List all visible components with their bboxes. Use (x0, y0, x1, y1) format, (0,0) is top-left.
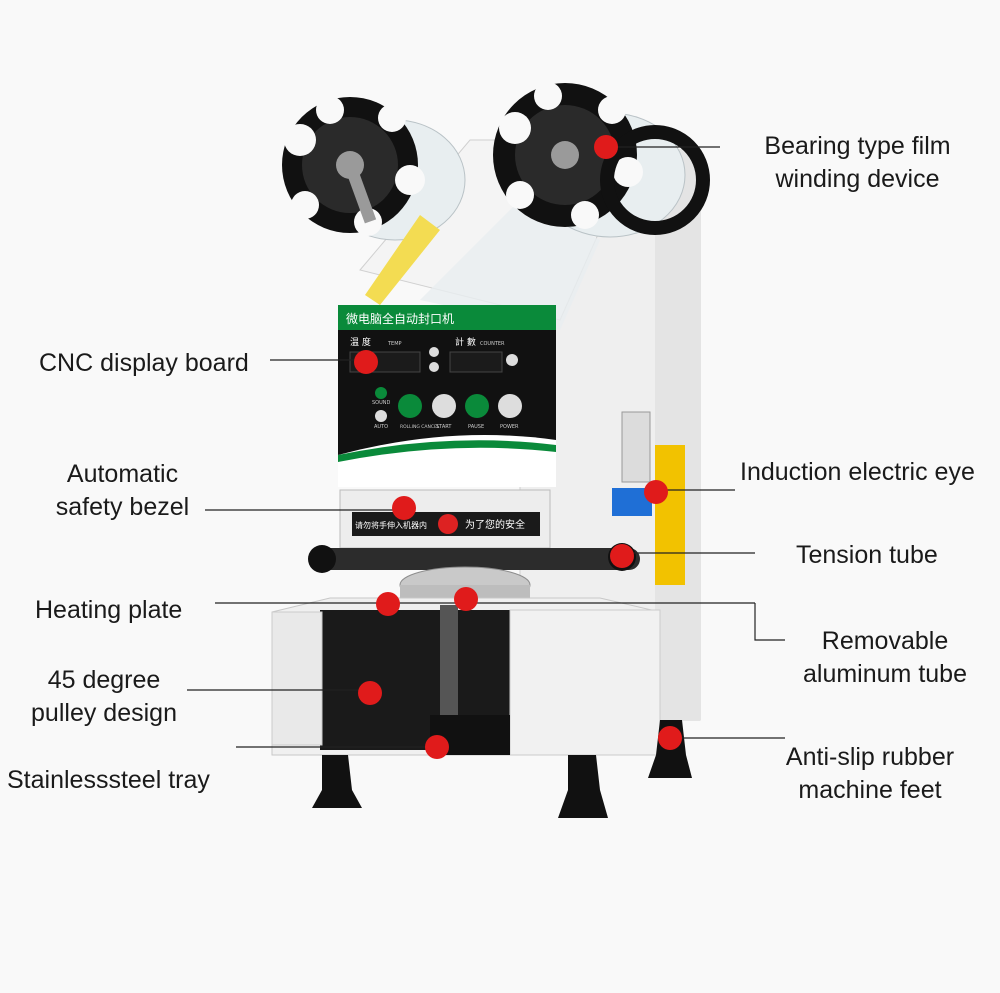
dot-aluminum-tube (454, 587, 478, 611)
panel-count-en: COUNTER (480, 341, 505, 347)
panel-count-cn: 計 數 (455, 336, 476, 348)
left-winding-wheel (282, 96, 425, 236)
panel-power: POWER (500, 424, 519, 430)
dot-feet (658, 726, 682, 750)
dot-tension-tube (610, 544, 634, 568)
panel-start: START (436, 424, 452, 430)
label-aluminum-tube-line1: Removable (821, 627, 949, 655)
label-film-winding-line2: winding device (775, 165, 940, 193)
label-aluminum-tube-line2: aluminum tube (803, 660, 967, 688)
machine-illustration: 微电脑全自动封口机 温 度 TEMP 計 數 COUNTER SOUND AUT… (271, 82, 710, 818)
panel-rolling: ROLLING CANCEL (400, 424, 440, 430)
label-aluminum-tube: Removable aluminum tube (785, 625, 985, 691)
label-film-winding-line1: Bearing type film (764, 132, 951, 160)
panel-temp-cn: 温 度 (350, 336, 371, 348)
label-feet: Anti-slip rubber machine feet (765, 741, 975, 807)
label-electric-eye-line1: Induction electric eye (740, 458, 975, 486)
panel-temp-en: TEMP (387, 341, 402, 347)
control-panel: 微电脑全自动封口机 温 度 TEMP 計 數 COUNTER SOUND AUT… (338, 305, 556, 487)
label-film-winding: Bearing type film winding device (740, 130, 975, 196)
label-pulley-line1: 45 degree (47, 666, 161, 694)
dot-pulley (358, 681, 382, 705)
label-pulley-line2: pulley design (31, 699, 177, 727)
label-safety-bezel: Automatic safety bezel (40, 458, 205, 524)
label-feet-line1: Anti-slip rubber (785, 743, 955, 771)
label-tension-tube-line1: Tension tube (796, 541, 938, 569)
panel-pause: PAUSE (468, 424, 484, 430)
leader-lines (187, 146, 785, 748)
label-electric-eye: Induction electric eye (740, 456, 1000, 489)
dot-film-winding (594, 135, 618, 159)
warning-left-text: 请勿将手伸入机器内 (355, 520, 427, 530)
panel-title: 微电脑全自动封口机 (346, 311, 454, 326)
label-safety-bezel-line1: Automatic (66, 460, 179, 488)
label-tension-tube: Tension tube (796, 539, 938, 572)
right-winding-wheel (493, 82, 710, 235)
dot-heating-plate (376, 592, 400, 616)
label-tray-line1: Stainlesssteel tray (7, 766, 210, 794)
label-pulley: 45 degree pulley design (18, 664, 190, 730)
marker-dots (354, 135, 682, 759)
label-cnc-display: CNC display board (39, 347, 249, 380)
dot-safety-bezel (392, 496, 416, 520)
dot-cnc-display (354, 350, 378, 374)
label-heating-plate-line1: Heating plate (35, 596, 183, 624)
label-heating-plate: Heating plate (35, 594, 182, 627)
label-tray: Stainlesssteel tray (7, 764, 210, 797)
panel-auto: AUTO (374, 424, 388, 430)
dot-tray (425, 735, 449, 759)
dot-electric-eye (644, 480, 668, 504)
panel-sound: SOUND (372, 400, 391, 406)
label-cnc-display-line1: CNC display board (39, 349, 249, 377)
warning-text: 为了您的安全 (465, 518, 525, 531)
label-feet-line2: machine feet (798, 776, 942, 804)
label-safety-bezel-line2: safety bezel (55, 493, 190, 521)
